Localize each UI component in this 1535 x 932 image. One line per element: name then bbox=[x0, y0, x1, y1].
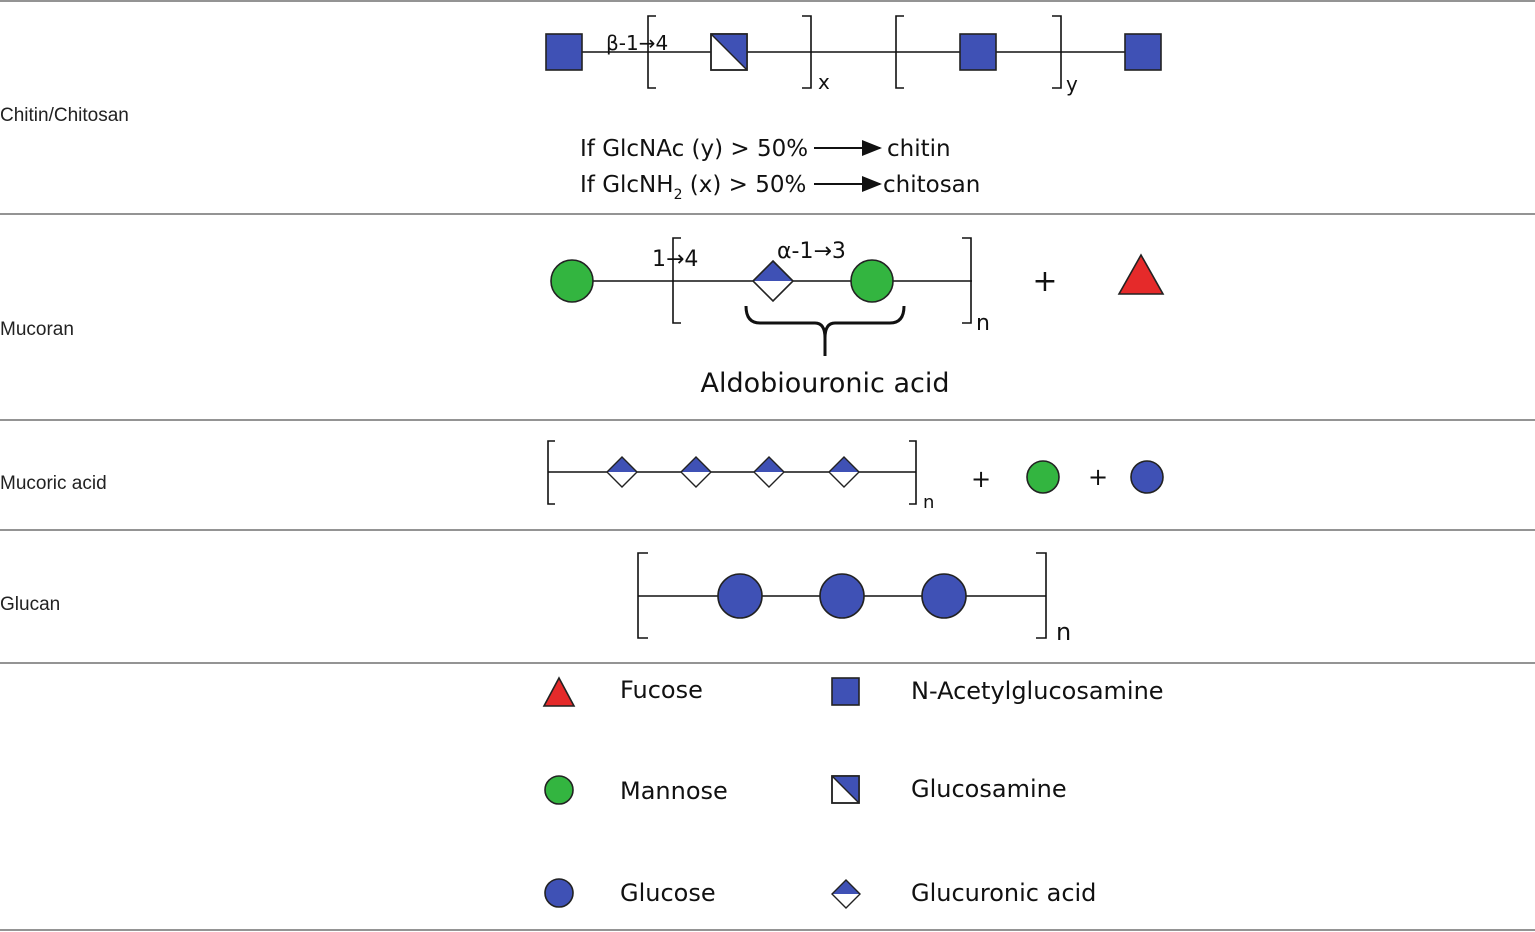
mannose-circle-icon bbox=[544, 775, 574, 805]
row-label-chitin: Chitin/Chitosan bbox=[0, 105, 129, 126]
glucose-circle-icon bbox=[544, 878, 574, 908]
glucuronic-acid-diamond-icon bbox=[753, 456, 785, 488]
glucosamine-square-icon bbox=[831, 775, 860, 804]
mucoran-linkage-1: 1→4 bbox=[652, 247, 698, 272]
legend-fucose: Fucose bbox=[620, 676, 703, 704]
fucose-triangle-icon bbox=[1117, 253, 1165, 295]
aldobiouronic-acid-label: Aldobiouronic acid bbox=[701, 368, 950, 399]
mannose-circle-icon bbox=[1026, 460, 1060, 494]
plus-sign: + bbox=[971, 465, 991, 493]
chitosan-rule-rest: (x) > 50% bbox=[682, 172, 806, 198]
mucoran-linkage-2: α-1→3 bbox=[777, 239, 846, 264]
bracket-left bbox=[547, 440, 555, 505]
glucosamine-square-icon bbox=[710, 33, 748, 71]
glcnac-square-icon bbox=[959, 33, 997, 71]
subscript-n: n bbox=[1056, 618, 1071, 646]
bracket-right bbox=[1036, 552, 1047, 639]
glucuronic-acid-diamond-icon bbox=[606, 456, 638, 488]
chitosan-rule-condition: If GlcNH2 (x) > 50% bbox=[580, 172, 806, 203]
glucose-circle-icon bbox=[819, 573, 865, 619]
bracket-right-y bbox=[1052, 15, 1062, 89]
glucose-circle-icon bbox=[717, 573, 763, 619]
legend-glucosamine: Glucosamine bbox=[911, 775, 1067, 803]
bracket-left bbox=[672, 237, 681, 324]
bracket-left bbox=[637, 552, 648, 639]
row-label-glucan: Glucan bbox=[0, 594, 60, 615]
mannose-circle-icon bbox=[550, 259, 594, 303]
legend-glucuronic-acid: Glucuronic acid bbox=[911, 879, 1096, 907]
row-label-mucoric-acid: Mucoric acid bbox=[0, 473, 107, 494]
mucoric-acid-structure: n + + bbox=[547, 440, 1164, 513]
subscript-y: y bbox=[1066, 72, 1078, 96]
glucose-circle-icon bbox=[921, 573, 967, 619]
legend: Fucose N-Acetylglucosamine Mannose Gluco… bbox=[542, 676, 1164, 909]
legend-glucose: Glucose bbox=[620, 879, 716, 907]
fucose-triangle-icon bbox=[542, 676, 576, 707]
chitosan-rule-result: chitosan bbox=[883, 172, 980, 198]
mucoran-structure: 1→4 α-1→3 n Aldobiouronic acid + bbox=[550, 237, 1165, 399]
bracket-right bbox=[962, 237, 972, 324]
subscript-x: x bbox=[818, 70, 830, 94]
glucuronic-acid-diamond-icon bbox=[680, 456, 712, 488]
bracket-right-x bbox=[802, 15, 812, 89]
chitosan-rule-prefix: If GlcNH bbox=[580, 172, 674, 198]
legend-mannose: Mannose bbox=[620, 777, 728, 805]
mannose-circle-icon bbox=[850, 259, 894, 303]
legend-n-acetylglucosamine: N-Acetylglucosamine bbox=[911, 677, 1164, 705]
chitosan-rule-subscript: 2 bbox=[674, 187, 683, 203]
glucuronic-acid-diamond-icon bbox=[751, 259, 795, 303]
bracket-left-x bbox=[647, 15, 656, 89]
glucose-circle-icon bbox=[1130, 460, 1164, 494]
bracket-left-y bbox=[895, 15, 904, 89]
glcnac-square-icon bbox=[831, 677, 860, 706]
chitin-linkage-label: β-1→4 bbox=[606, 31, 668, 55]
plus-sign: + bbox=[1032, 264, 1057, 299]
curly-brace bbox=[744, 305, 906, 356]
glcnac-square-icon bbox=[545, 33, 583, 71]
subscript-n: n bbox=[976, 311, 990, 336]
subscript-n: n bbox=[923, 492, 934, 513]
plus-sign: + bbox=[1088, 463, 1108, 491]
chitin-rule-result: chitin bbox=[887, 136, 951, 162]
bracket-right bbox=[909, 440, 917, 505]
glcnac-square-icon bbox=[1124, 33, 1162, 71]
glucuronic-acid-diamond-icon bbox=[831, 879, 861, 909]
glucuronic-acid-diamond-icon bbox=[828, 456, 860, 488]
chitin-structure: β-1→4 x y If GlcNAc (y) > 50% chitin If … bbox=[545, 15, 1162, 203]
row-label-mucoran: Mucoran bbox=[0, 319, 74, 340]
glucan-structure: n bbox=[637, 552, 1071, 646]
chitin-rule-condition: If GlcNAc (y) > 50% bbox=[580, 136, 808, 162]
